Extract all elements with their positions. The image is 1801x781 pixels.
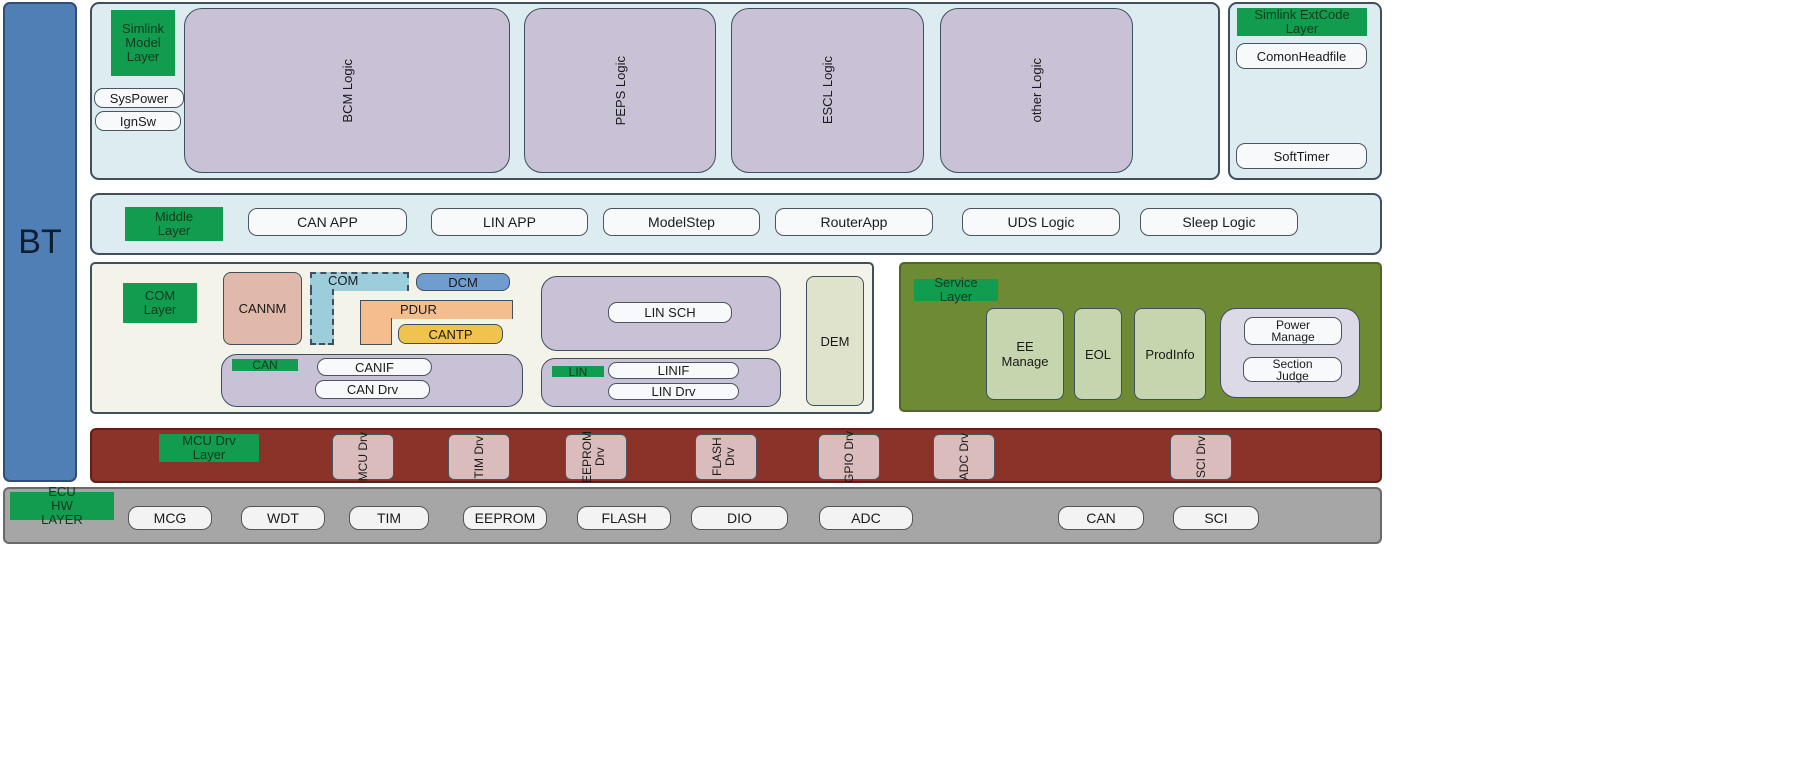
- lin-tag: LIN: [552, 365, 604, 379]
- ecu-hw-layer-label: ECU HW LAYER: [10, 485, 114, 527]
- tim-drv-block: TIM Drv: [448, 434, 510, 480]
- flash-drv-block: FLASH Drv: [695, 434, 757, 480]
- syspower-box: SysPower: [94, 88, 184, 108]
- pdur-box-stem: [360, 318, 392, 345]
- hw-flash: FLASH: [577, 506, 671, 530]
- hw-eeprom: EEPROM: [463, 506, 547, 530]
- com-label: COM: [328, 273, 359, 288]
- other-logic-block: other Logic: [940, 8, 1133, 173]
- mcu-drv-layer-label: MCU Drv Layer: [159, 434, 259, 462]
- linif-box: LINIF: [608, 362, 739, 379]
- section-judge-box: Section Judge: [1243, 357, 1342, 382]
- simlink-extcode-layer-label: Simlink ExtCode Layer: [1237, 8, 1367, 36]
- mcu-drv-block: MCU Drv: [332, 432, 394, 482]
- pdur-label: PDUR: [400, 302, 437, 317]
- dcm-box: DCM: [416, 273, 510, 291]
- cannm-label: CANNM: [238, 301, 287, 316]
- ee-manage-label: EE Manage: [1001, 339, 1049, 369]
- ee-manage-box: EE Manage: [986, 308, 1064, 400]
- bcm-logic-block: BCM Logic: [184, 8, 510, 173]
- com-box-top: [310, 272, 409, 291]
- comonheadfile-box: ComonHeadfile: [1236, 43, 1367, 69]
- power-manage-box: Power Manage: [1244, 317, 1342, 345]
- gpio-drv-label: GPIO Drv: [841, 431, 856, 484]
- hw-dio: DIO: [691, 506, 788, 530]
- ignsw-box: IgnSw: [95, 111, 181, 131]
- simlink-model-layer-label: Simlink Model Layer: [111, 10, 175, 76]
- can-tag: CAN: [232, 358, 298, 372]
- modelstep-box: ModelStep: [603, 208, 760, 236]
- other-logic-label: other Logic: [1029, 58, 1044, 123]
- dcm-label: DCM: [448, 274, 478, 290]
- can-drv-box: CAN Drv: [315, 380, 430, 399]
- escl-logic-label: ESCL Logic: [820, 56, 835, 125]
- hw-sci: SCI: [1173, 506, 1259, 530]
- pdur-box-top: [360, 300, 513, 319]
- flash-drv-label: FLASH Drv: [710, 437, 737, 477]
- service-layer-label: Service Layer: [914, 276, 998, 304]
- canif-box: CANIF: [317, 358, 432, 376]
- dem-box: DEM: [806, 276, 864, 406]
- hw-can: CAN: [1058, 506, 1144, 530]
- can-app-box: CAN APP: [248, 208, 407, 236]
- com-box-stem: [310, 289, 334, 345]
- sci-drv-label: SCI Drv: [1193, 436, 1208, 478]
- hw-adc: ADC: [819, 506, 913, 530]
- softtimer-box: SoftTimer: [1236, 143, 1367, 169]
- lin-drv-box: LIN Drv: [608, 383, 739, 400]
- escl-logic-block: ESCL Logic: [731, 8, 924, 173]
- prodinfo-label: ProdInfo: [1145, 346, 1195, 362]
- hw-wdt: WDT: [241, 506, 325, 530]
- mcu-drv-label: MCU Drv: [355, 432, 370, 482]
- sci-drv-block: SCI Drv: [1170, 434, 1232, 480]
- adc-drv-label: ADC Drv: [956, 433, 971, 481]
- peps-logic-label: PEPS Logic: [612, 55, 628, 126]
- hw-mcg: MCG: [128, 506, 212, 530]
- eol-label: EOL: [1084, 346, 1111, 362]
- peps-logic-block: PEPS Logic: [524, 8, 716, 173]
- sleep-logic-box: Sleep Logic: [1140, 208, 1298, 236]
- hw-tim: TIM: [349, 506, 429, 530]
- gpio-drv-block: GPIO Drv: [818, 431, 880, 484]
- adc-drv-block: ADC Drv: [933, 433, 995, 481]
- tim-drv-label: TIM Drv: [471, 435, 486, 479]
- dem-label: DEM: [820, 333, 850, 349]
- eol-box: EOL: [1074, 308, 1122, 400]
- eeprom-drv-label: EEPROM Drv: [580, 431, 607, 484]
- cantp-label: CANTP: [428, 326, 473, 342]
- cantp-box: CANTP: [398, 324, 503, 344]
- com-layer-label: COM Layer: [123, 283, 197, 323]
- routerapp-box: RouterApp: [775, 208, 933, 236]
- eeprom-drv-block: EEPROM Drv: [565, 431, 627, 484]
- uds-logic-box: UDS Logic: [962, 208, 1120, 236]
- middle-layer-label: Middle Layer: [125, 207, 223, 241]
- bcm-logic-label: BCM Logic: [339, 58, 355, 123]
- lin-app-box: LIN APP: [431, 208, 588, 236]
- cannm-box: CANNM: [223, 272, 302, 345]
- lin-sch-box: LIN SCH: [608, 302, 732, 323]
- bt-label: BT: [18, 222, 62, 261]
- prodinfo-box: ProdInfo: [1134, 308, 1206, 400]
- bt-bar: BT: [3, 2, 77, 482]
